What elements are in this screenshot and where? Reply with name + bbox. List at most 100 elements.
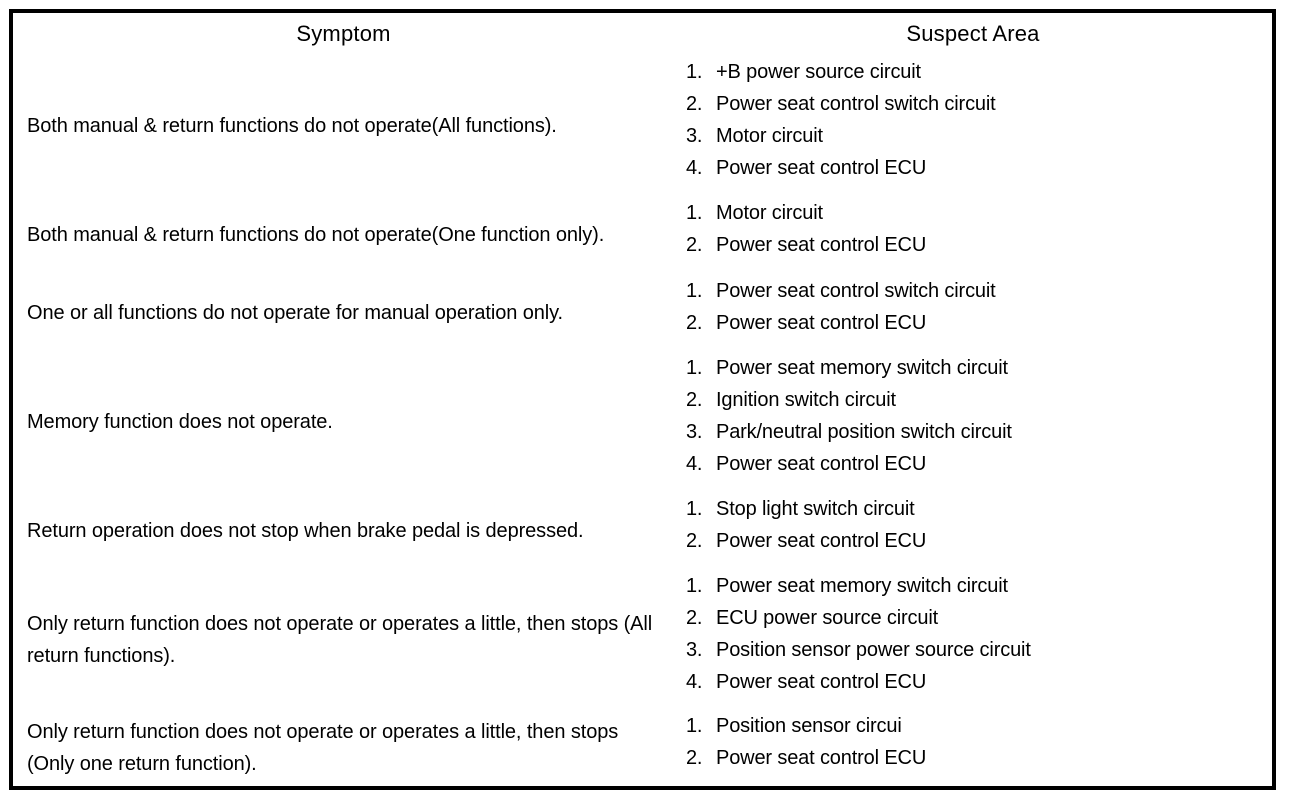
table-row: Only return function does not operate or… (11, 710, 1274, 788)
suspect-area-item: 1. Motor circuit (686, 203, 1262, 235)
suspect-area-item-number: 1. (686, 575, 703, 597)
suspect-area-item-number: 2. (686, 234, 703, 256)
table-row: Both manual & return functions do not op… (11, 196, 1274, 274)
suspect-area-cell: 1. Position sensor circui 2. Power seat con… (674, 710, 1274, 788)
suspect-area-item-label: Power seat control ECU (716, 453, 927, 475)
suspect-area-item: 3. Motor circuit (686, 126, 1262, 158)
suspect-area-item-number: 1. (686, 202, 703, 224)
symptom-text: Both manual & return functions do not op… (27, 223, 605, 246)
suspect-area-item-label: Motor circuit (716, 125, 823, 147)
suspect-area-list: 1. +B power source circuit 2. Power seat co… (674, 56, 1272, 196)
table-row: Return operation does not stop when brak… (11, 492, 1274, 570)
suspect-area-item: 1. Stop light switch circuit (686, 499, 1262, 531)
column-header-symptom: Symptom (11, 11, 674, 56)
column-header-suspect-area-label: Suspect Area (906, 21, 1040, 47)
suspect-area-item-number: 2. (686, 93, 703, 115)
suspect-area-list: 1. Power seat memory switch circuit 2. Igni… (674, 352, 1272, 492)
suspect-area-item-label: Park/neutral position switch circuit (716, 421, 1012, 443)
symptom-cell: Both manual & return functions do not op… (11, 196, 674, 274)
suspect-area-cell: 1. +B power source circuit 2. Power seat co… (674, 56, 1274, 196)
suspect-area-cell: 1. Power seat memory switch circuit 2. ECU … (674, 570, 1274, 710)
symptom-cell: Memory function does not operate. (11, 352, 674, 492)
symptom-text: Only return function does not operate or… (27, 612, 653, 667)
suspect-area-item: 1. Power seat control switch circuit (686, 281, 1262, 313)
symptom-text: Memory function does not operate. (27, 410, 333, 433)
symptom-text: Only return function does not operate or… (27, 720, 619, 775)
suspect-area-item-label: Position sensor circui (716, 715, 902, 737)
suspect-area-item: 2. Power seat control ECU (686, 531, 1262, 563)
suspect-area-item: 1. +B power source circuit (686, 62, 1262, 94)
suspect-area-item: 3. Park/neutral position switch circuit (686, 422, 1262, 454)
suspect-area-item-number: 2. (686, 389, 703, 411)
suspect-area-item: 2. Power seat control ECU (686, 235, 1262, 267)
suspect-area-item-label: Power seat control ECU (716, 747, 927, 769)
suspect-area-item-number: 1. (686, 280, 703, 302)
suspect-area-item-label: Power seat memory switch circuit (716, 575, 1008, 597)
suspect-area-item-number: 2. (686, 312, 703, 334)
suspect-area-item-number: 4. (686, 157, 703, 179)
suspect-area-item-number: 1. (686, 357, 703, 379)
suspect-area-item-label: Power seat control ECU (716, 157, 927, 179)
table-row: Only return function does not operate or… (11, 570, 1274, 710)
symptom-text: One or all functions do not operate for … (27, 301, 563, 324)
table-header: Symptom Suspect Area (11, 11, 1274, 56)
suspect-area-cell: 1. Power seat control switch circuit 2. Pow… (674, 274, 1274, 352)
suspect-area-cell: 1. Stop light switch circuit 2. Power seat … (674, 492, 1274, 570)
suspect-area-list: 1. Position sensor circui 2. Power seat con… (674, 710, 1272, 786)
suspect-area-item-label: ECU power source circuit (716, 607, 939, 629)
suspect-area-list: 1. Stop light switch circuit 2. Power seat … (674, 493, 1272, 569)
suspect-area-item-label: Motor circuit (716, 202, 823, 224)
suspect-area-item-number: 1. (686, 498, 703, 520)
suspect-area-item: 3.Position sensor power source circuit (686, 640, 1262, 672)
suspect-area-item-label: Power seat control ECU (716, 312, 927, 334)
suspect-area-item: 2. Ignition switch circuit (686, 390, 1262, 422)
table-row: Memory function does not operate. 1. Power… (11, 352, 1274, 492)
suspect-area-item-label: Ignition switch circuit (716, 389, 896, 411)
suspect-area-item: 1. Power seat memory switch circuit (686, 576, 1262, 608)
suspect-area-item: 4. Power seat control ECU (686, 454, 1262, 486)
symptom-cell: Only return function does not operate or… (11, 570, 674, 710)
suspect-area-list: 1. Power seat control switch circuit 2. Pow… (674, 275, 1272, 351)
suspect-area-item-label: Power seat control switch circuit (716, 93, 996, 115)
suspect-area-item: 4. Power seat control ECU (686, 158, 1262, 190)
table-row: Both manual & return functions do not op… (11, 56, 1274, 196)
suspect-area-item-number: 1. (686, 61, 703, 83)
suspect-area-item: 4.Power seat control ECU (686, 672, 1262, 704)
suspect-area-item-label: Stop light switch circuit (716, 498, 915, 520)
table-body: Both manual & return functions do not op… (11, 56, 1274, 788)
symptom-suspect-table: Symptom Suspect Area Both manual & retur… (9, 9, 1276, 790)
suspect-area-cell: 1. Motor circuit 2. Power seat control ECU (674, 196, 1274, 274)
suspect-area-list: 1. Power seat memory switch circuit 2. ECU … (674, 570, 1272, 710)
suspect-area-item-label: Power seat control switch circuit (716, 280, 996, 302)
suspect-area-item-number: 4. (686, 453, 703, 475)
suspect-area-item-label: Power seat control ECU (716, 234, 927, 256)
suspect-area-item-label: Position sensor power source circuit (716, 639, 1031, 661)
suspect-area-item-number: 4. (686, 671, 703, 693)
suspect-area-item-number: 1. (686, 715, 703, 737)
symptom-cell: Both manual & return functions do not op… (11, 56, 674, 196)
suspect-area-item-number: 2. (686, 607, 703, 629)
column-header-symptom-label: Symptom (296, 21, 391, 47)
suspect-area-cell: 1. Power seat memory switch circuit 2. Igni… (674, 352, 1274, 492)
suspect-area-item: 2. ECU power source circuit (686, 608, 1262, 640)
column-header-suspect-area: Suspect Area (674, 11, 1274, 56)
table-row: One or all functions do not operate for … (11, 274, 1274, 352)
suspect-area-item: 1. Position sensor circui (686, 716, 1262, 748)
suspect-area-item-label: Power seat memory switch circuit (716, 357, 1008, 379)
symptom-cell: Return operation does not stop when brak… (11, 492, 674, 570)
suspect-area-item-label: +B power source circuit (716, 61, 921, 83)
symptom-cell: Only return function does not operate or… (11, 710, 674, 788)
suspect-area-item-number: 2. (686, 747, 703, 769)
suspect-area-item-number: 3. (686, 125, 703, 147)
suspect-area-item: 2. Power seat control ECU (686, 313, 1262, 345)
symptom-text: Return operation does not stop when brak… (27, 519, 584, 542)
suspect-area-item-number: 2. (686, 530, 703, 552)
header-row: Symptom Suspect Area (11, 11, 1274, 56)
suspect-area-list: 1. Motor circuit 2. Power seat control ECU (674, 197, 1272, 273)
suspect-area-item-label: Power seat control ECU (716, 530, 927, 552)
suspect-area-item: 1. Power seat memory switch circuit (686, 358, 1262, 390)
suspect-area-item-number: 3. (686, 421, 703, 443)
symptom-cell: One or all functions do not operate for … (11, 274, 674, 352)
symptom-text: Both manual & return functions do not op… (27, 114, 557, 137)
